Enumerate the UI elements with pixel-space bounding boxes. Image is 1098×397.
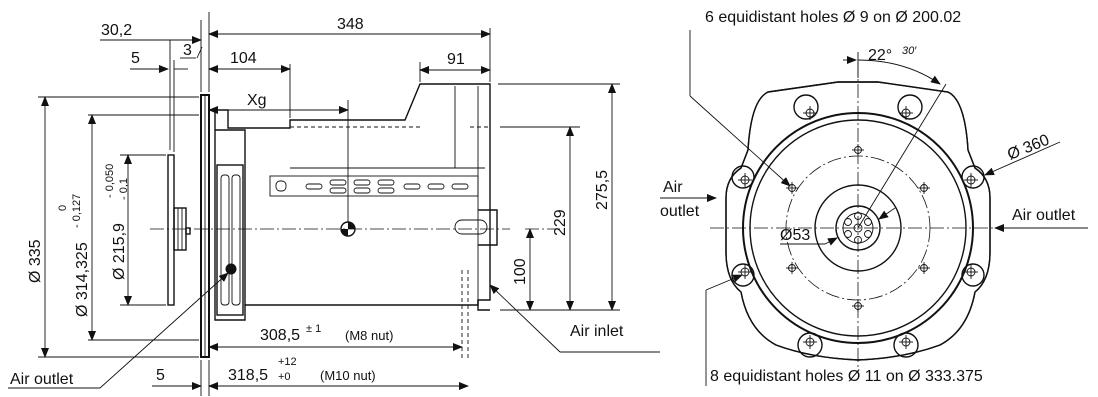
note-8-holes: 8 equidistant holes Ø 11 on Ø 333.375 xyxy=(710,368,983,385)
outer-bolt-holes xyxy=(738,106,978,349)
inner-bolt-holes xyxy=(786,144,930,312)
dim-100-label: 100 xyxy=(512,258,529,285)
tol-308: ± 1 xyxy=(306,323,321,335)
dim-d53-label: Ø53 xyxy=(780,227,810,244)
dim-3-label: 3 xyxy=(183,42,192,59)
angle-degrees: 22° xyxy=(868,47,892,64)
tol-d314-upper: 0 xyxy=(57,205,69,211)
label-air-outlet-side: Air outlet xyxy=(10,371,74,388)
note-318: (M10 nut) xyxy=(320,368,376,383)
tol-318-upper: +12 xyxy=(278,356,297,368)
side-view: 30,2 348 5 3 104 91 Xg Ø 335 xyxy=(8,12,660,396)
tol-d215-lower: - 0,1 xyxy=(118,178,130,200)
dim-308-label: 308,5 xyxy=(260,327,300,344)
angle-minutes: 30′ xyxy=(902,45,917,57)
label-air-outlet-right: Air outlet xyxy=(1012,207,1076,224)
coupling-disc xyxy=(167,154,175,306)
spigot xyxy=(185,227,191,235)
label-air-inlet: Air inlet xyxy=(570,323,624,340)
grill-marker-icon xyxy=(225,263,237,275)
dim-30-2-label: 30,2 xyxy=(101,22,132,39)
dim-d215-label: Ø 215,9 xyxy=(111,223,128,280)
dim-5-bottom-label: 5 xyxy=(156,367,165,384)
dim-d314-label: Ø 314,325 xyxy=(74,242,91,317)
dim-91-label: 91 xyxy=(447,51,465,68)
label-air-left-1: Air xyxy=(663,179,683,196)
note-6-holes: 6 equidistant holes Ø 9 on Ø 200.02 xyxy=(705,9,961,26)
dim-318-label: 318,5 xyxy=(228,367,268,384)
dim-104-label: 104 xyxy=(230,50,257,67)
dim-5-top-label: 5 xyxy=(131,50,140,67)
tol-318-lower: +0 xyxy=(278,371,291,383)
end-view: 6 equidistant holes Ø 9 on Ø 200.02 22° … xyxy=(660,9,1088,386)
outlet-grill xyxy=(216,164,244,316)
note-308: (M8 nut) xyxy=(345,328,393,343)
dim-348-label: 348 xyxy=(337,16,364,33)
dim-275-label: 275,5 xyxy=(594,170,611,210)
tol-d314-lower: - 0,127 xyxy=(71,194,83,228)
frame-body xyxy=(209,83,491,321)
dim-d360-label: Ø 360 xyxy=(1005,132,1052,164)
dim-229-label: 229 xyxy=(552,209,569,236)
dim-d335-label: Ø 335 xyxy=(27,239,44,283)
tol-d215-upper: - 0,050 xyxy=(104,164,116,198)
dim-xg-label: Xg xyxy=(247,92,267,109)
label-air-left-2: outlet xyxy=(660,203,700,220)
